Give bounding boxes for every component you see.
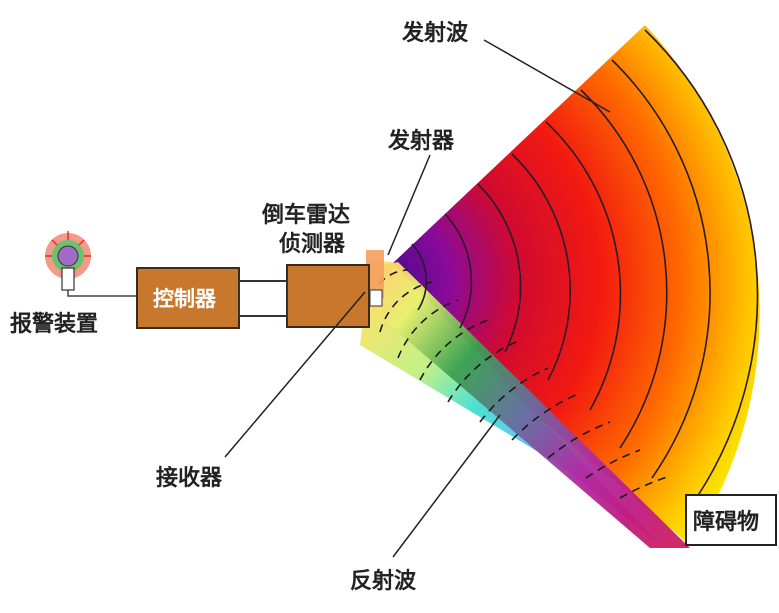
emitted-wave-label: 发射波 <box>401 20 469 46</box>
leader-lines <box>224 39 611 558</box>
alarm-device-icon <box>45 231 91 291</box>
emitted-wave-fan <box>375 25 760 545</box>
controller-label: 控制器 <box>153 287 217 311</box>
reflected-wave-band <box>372 262 690 548</box>
emitter-label: 发射器 <box>387 128 455 154</box>
obstacle-label: 障碍物 <box>693 509 759 535</box>
alarm-label: 报警装置 <box>10 312 98 337</box>
emitter-block <box>366 250 384 298</box>
detector-label-line2: 侦测器 <box>279 231 346 257</box>
emitted-wave-arcs <box>411 29 759 511</box>
reflected-wave-label: 反射波 <box>350 568 417 594</box>
connection-cables <box>238 280 288 317</box>
receiver-label: 接收器 <box>156 465 223 491</box>
obstacle-box <box>685 494 777 546</box>
alarm-cable <box>67 276 137 297</box>
detector-label-line1: 倒车雷达 <box>261 202 350 228</box>
radar-detector-box <box>286 264 370 328</box>
emitter-tip <box>369 289 383 307</box>
